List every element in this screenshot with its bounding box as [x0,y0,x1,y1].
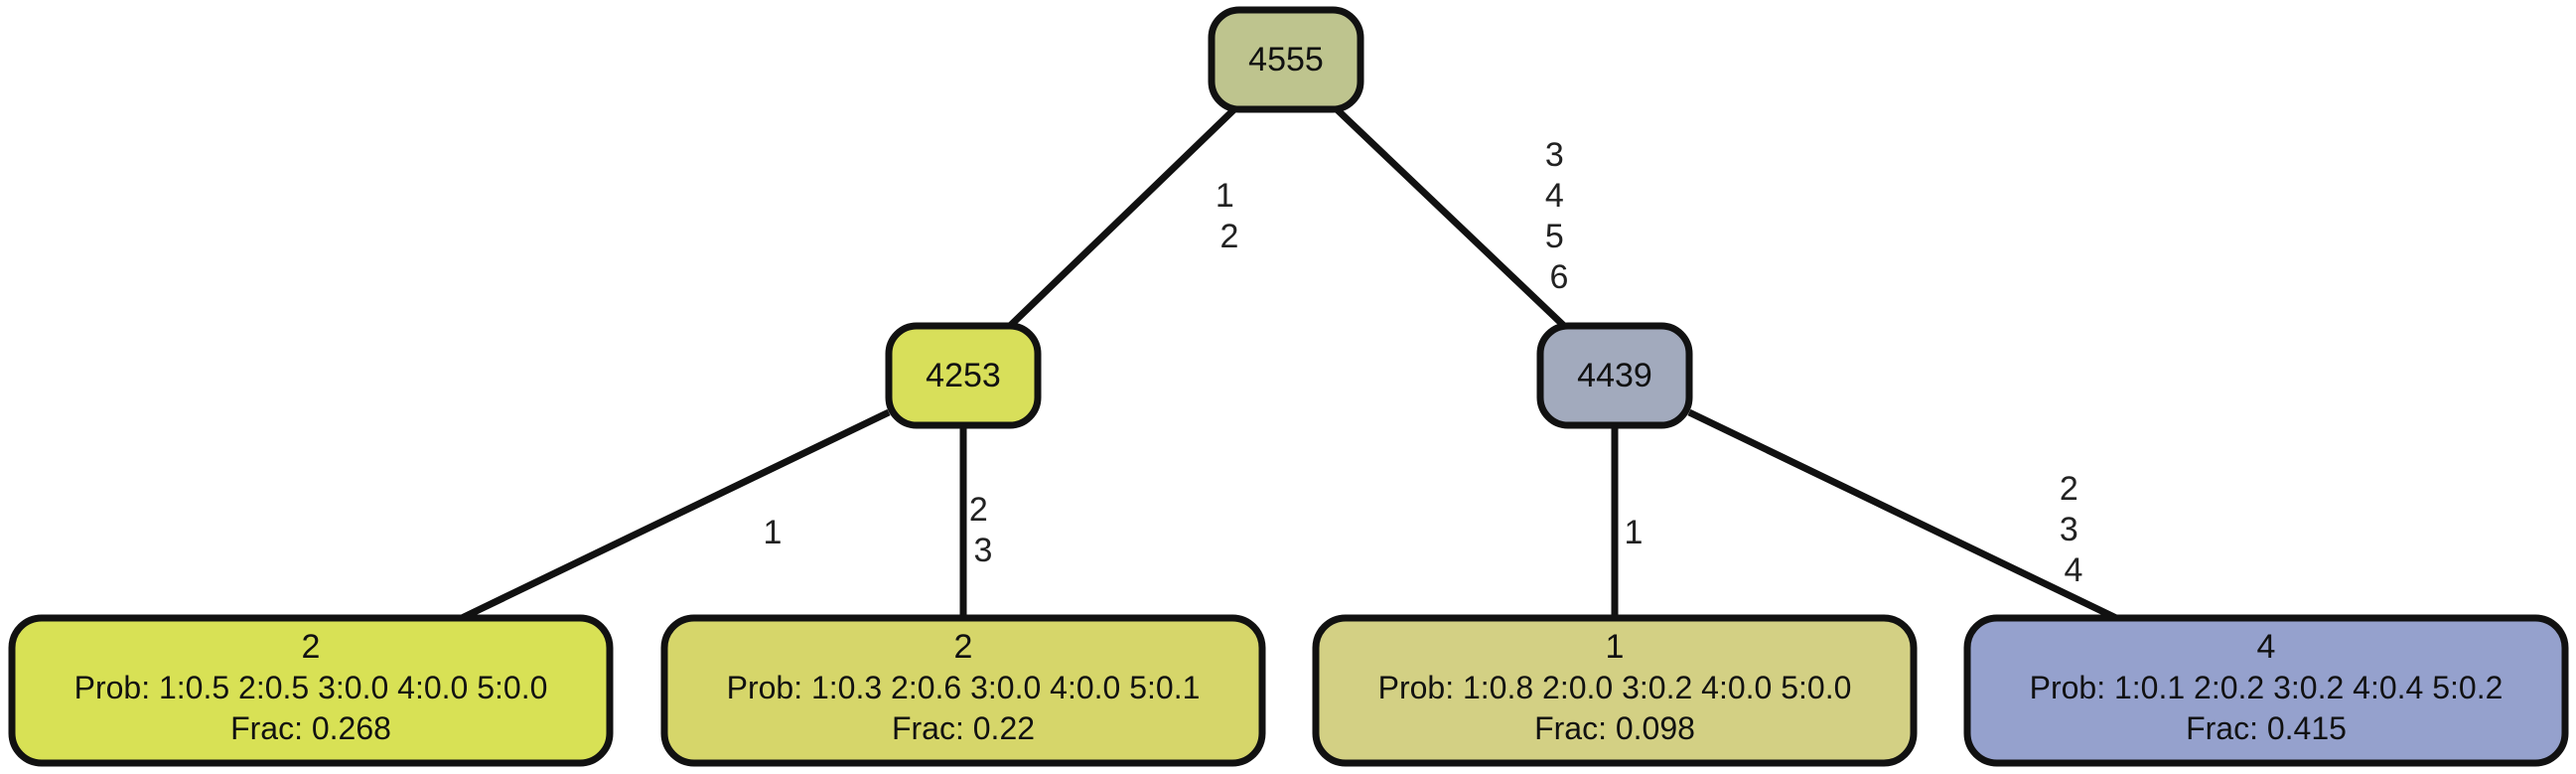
edge-label-value: 3 [1545,136,1564,174]
edge-label-value: 4 [2065,551,2083,589]
edge-label-root-4253: 1 2 [1216,177,1243,255]
node-box [1312,614,1918,767]
node-box [885,322,1042,429]
leaf-node-c: 1 Prob: 1:0.8 2:0.0 3:0.2 4:0.0 5:0.0 Fr… [1312,614,1918,767]
leaf-class-label: 2 [954,628,973,666]
leaf-prob-text: Prob: 1:0.5 2:0.5 3:0.0 4:0.0 5:0.0 [74,670,548,705]
edge-label-value: 1 [764,514,783,551]
edge-label-value: 1 [1216,177,1234,215]
leaf-class-label: 1 [1606,628,1625,666]
edge-label-value: 4 [1545,177,1564,215]
edge-4253-leaf-a [460,408,891,622]
node-label: 4439 [1577,357,1652,394]
node-4253: 4253 [885,322,1042,429]
edge-label-value: 2 [969,491,988,529]
edge-labels: 1 2 3 4 5 6 1 2 3 1 2 3 4 [764,136,2087,589]
edge-label-value: 2 [1220,218,1239,255]
edge-label-4253-leaf-b: 2 3 [969,491,997,569]
leaf-class-label: 2 [302,628,321,666]
leaf-frac-text: Frac: 0.098 [1534,710,1695,746]
edge-label-value: 6 [1550,258,1569,296]
node-4555: 4555 [1208,6,1364,113]
edge-label-value: 1 [1625,514,1644,551]
leaf-node-b: 2 Prob: 1:0.3 2:0.6 3:0.0 4:0.0 5:0.1 Fr… [660,614,1266,767]
leaf-node-d: 4 Prob: 1:0.1 2:0.2 3:0.2 4:0.4 5:0.2 Fr… [1963,614,2569,767]
node-label: 4555 [1248,41,1324,78]
edge-label-4439-leaf-d: 2 3 4 [2060,470,2087,589]
leaf-node-a: 2 Prob: 1:0.5 2:0.5 3:0.0 4:0.0 5:0.0 Fr… [8,614,614,767]
node-box [1963,614,2569,767]
node-box [8,614,614,767]
edge-label-value: 3 [2060,511,2078,548]
node-label: 4253 [926,357,1001,394]
node-box [1208,6,1364,113]
edge-label-value: 5 [1545,218,1564,255]
leaf-prob-text: Prob: 1:0.3 2:0.6 3:0.0 4:0.0 5:0.1 [727,670,1201,705]
edge-root-4253 [1007,106,1237,329]
node-box [1536,322,1693,429]
node-box [660,614,1266,767]
edge-label-value: 3 [974,532,993,569]
edge-label-4253-leaf-a: 1 [764,514,783,551]
edge-label-value: 2 [2060,470,2078,508]
edge-label-root-4439: 3 4 5 6 [1545,136,1573,296]
leaf-frac-text: Frac: 0.22 [892,710,1035,746]
leaf-frac-text: Frac: 0.415 [2186,710,2347,746]
leaf-frac-text: Frac: 0.268 [230,710,391,746]
edge-label-4439-leaf-c: 1 [1625,514,1644,551]
edge-4439-leaf-d [1687,408,2118,622]
leaf-prob-text: Prob: 1:0.8 2:0.0 3:0.2 4:0.0 5:0.0 [1378,670,1852,705]
edge-root-4439 [1334,106,1567,329]
leaf-class-label: 4 [2257,628,2276,666]
node-4439: 4439 [1536,322,1693,429]
edges [460,106,2118,622]
leaf-prob-text: Prob: 1:0.1 2:0.2 3:0.2 4:0.4 5:0.2 [2030,670,2504,705]
